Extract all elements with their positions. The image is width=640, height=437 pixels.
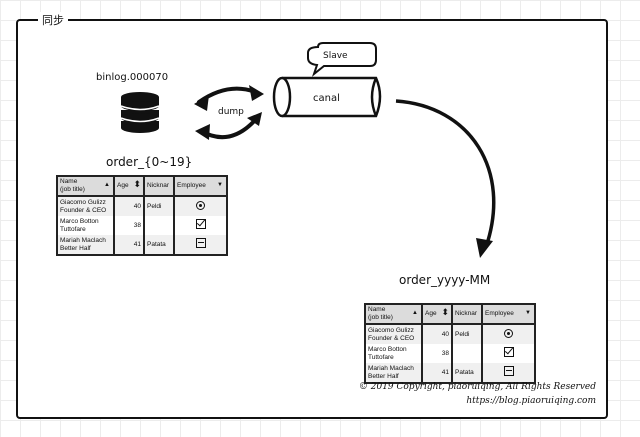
checkbox-indeterminate-icon[interactable] xyxy=(195,238,206,248)
database-icon xyxy=(120,92,160,133)
cell-age: 40 xyxy=(422,324,453,344)
binlog-label: binlog.000070 xyxy=(96,72,169,83)
source-data-grid: Name (job title) Age Nicknar Employee Gi… xyxy=(56,175,228,256)
cell-age: 40 xyxy=(114,196,145,216)
cell-age: 41 xyxy=(114,235,145,254)
cell-nickname: Patata xyxy=(452,363,483,382)
header-name[interactable]: Name (job title) xyxy=(366,305,423,325)
checkbox-indeterminate-icon[interactable] xyxy=(503,366,514,376)
cell-nickname: Peldi xyxy=(452,324,483,344)
frame-title: 同步 xyxy=(38,12,68,28)
cell-employee xyxy=(482,363,534,382)
cell-employee xyxy=(174,196,226,216)
header-employee[interactable]: Employee xyxy=(174,177,226,197)
header-name[interactable]: Name (job title) xyxy=(58,177,115,197)
radio-icon[interactable] xyxy=(504,328,513,338)
target-data-grid: Name (job title) Age Nicknar Employee Gi… xyxy=(364,303,536,384)
cell-age: 38 xyxy=(422,344,453,363)
header-nickname[interactable]: Nicknar xyxy=(452,305,483,325)
slave-bubble-label: Slave xyxy=(323,51,348,61)
cell-age: 41 xyxy=(422,363,453,382)
speech-bubble-icon xyxy=(307,42,377,77)
canal-label: canal xyxy=(313,93,340,104)
cell-nickname xyxy=(144,216,175,235)
cell-employee xyxy=(174,235,226,254)
copyright-url: https://blog.piaoruiqing.com xyxy=(466,396,596,406)
header-employee[interactable]: Employee xyxy=(482,305,534,325)
cell-nickname xyxy=(452,344,483,363)
cell-employee xyxy=(482,344,534,363)
cell-nickname: Patata xyxy=(144,235,175,254)
cell-age: 38 xyxy=(114,216,145,235)
flow-arrowhead xyxy=(476,238,493,258)
arrowhead-lower-right xyxy=(247,112,262,126)
radio-icon[interactable] xyxy=(196,200,205,210)
cell-employee xyxy=(174,216,226,235)
arrowhead-upper-left xyxy=(194,95,209,111)
arrowhead-upper-right xyxy=(249,85,264,101)
source-table-label: order_{0~19} xyxy=(106,155,193,169)
target-table-label: order_yyyy-MM xyxy=(399,273,491,287)
flow-arrow xyxy=(395,99,496,248)
checkbox-checked-icon[interactable] xyxy=(195,219,206,229)
header-nickname[interactable]: Nicknar xyxy=(144,177,175,197)
cell-nickname: Peldi xyxy=(144,196,175,216)
copyright-text: © 2019 Copyright, piaoruiqing, All Right… xyxy=(358,382,596,392)
pipe-icon xyxy=(272,76,382,118)
copyright-notice: © 2019 Copyright, piaoruiqing, All Right… xyxy=(359,380,596,408)
header-age[interactable]: Age xyxy=(114,177,145,197)
arrowhead-lower-left xyxy=(195,124,210,140)
dump-label: dump xyxy=(218,107,244,117)
header-age[interactable]: Age xyxy=(422,305,453,325)
checkbox-checked-icon[interactable] xyxy=(503,347,514,357)
cell-employee xyxy=(482,324,534,344)
